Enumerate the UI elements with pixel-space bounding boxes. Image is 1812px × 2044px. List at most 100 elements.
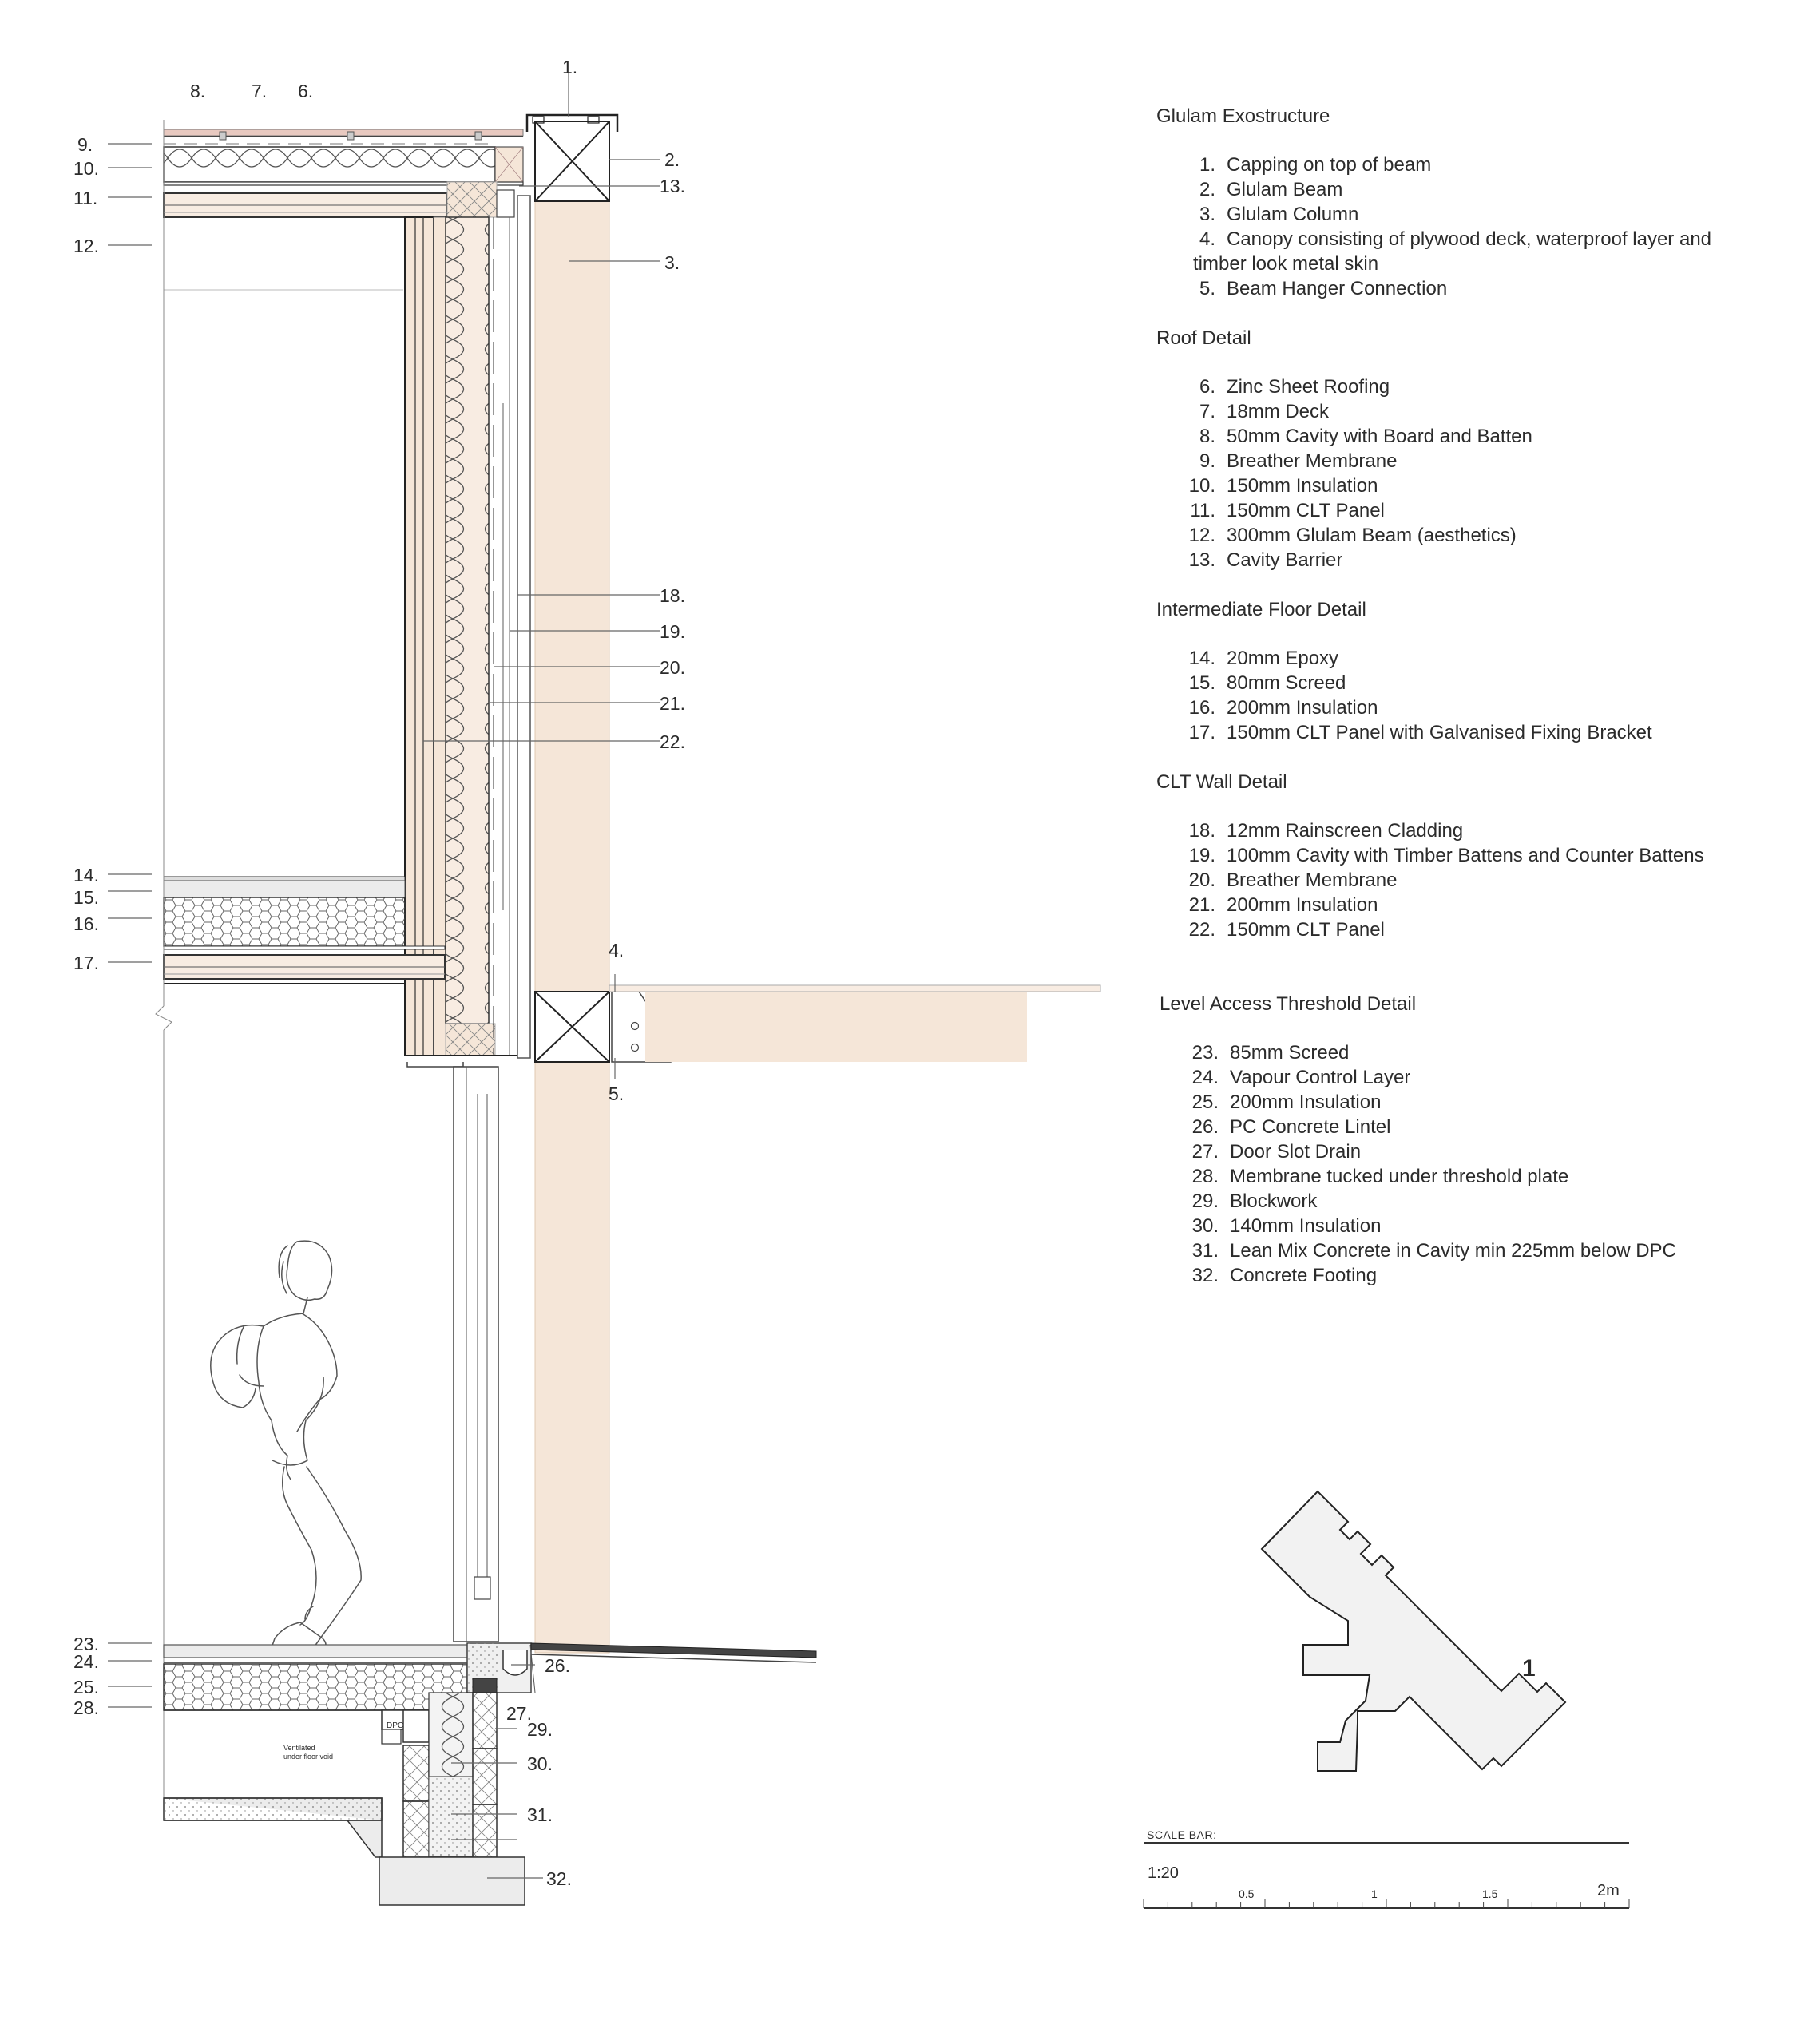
ground-floor-build-up [163, 1644, 468, 1711]
legend-item: 7.18mm Deck [1156, 399, 1763, 424]
legend-item: 24.Vapour Control Layer [1160, 1065, 1763, 1090]
legend-item: 27.Door Slot Drain [1160, 1139, 1763, 1164]
legend-item: 8.50mm Cavity with Board and Batten [1156, 424, 1763, 449]
callout-30: 30. [527, 1753, 553, 1774]
legend-label: 80mm Screed [1227, 672, 1346, 694]
legend-num: 22. [1188, 919, 1215, 941]
legend-label: 140mm Insulation [1230, 1215, 1382, 1237]
legend-num: 10. [1188, 475, 1215, 497]
legend-label: 200mm Insulation [1227, 697, 1378, 719]
legend-num: 12. [1188, 525, 1215, 546]
callout-1: 1. [562, 57, 577, 77]
legend-num: 7. [1199, 401, 1215, 422]
callout-19: 19. [660, 621, 685, 642]
legend-label: Blockwork [1230, 1190, 1318, 1212]
legend-label: Lean Mix Concrete in Cavity min 225mm be… [1230, 1240, 1676, 1262]
scale-bar [1143, 1842, 1630, 1909]
callout-10: 10. [73, 158, 99, 179]
legend-num: 18. [1188, 820, 1215, 842]
intermediate-floor [163, 876, 446, 984]
legend-num: 28. [1191, 1166, 1219, 1187]
callout-27: 27. [506, 1703, 532, 1724]
wall-base-bracket [404, 984, 517, 1068]
key-plan [1260, 1490, 1567, 1772]
legend-item: 20.Breather Membrane [1156, 868, 1763, 893]
legend-item: 6.Zinc Sheet Roofing [1156, 374, 1763, 399]
legend-item: 13. Cavity Barrier [1156, 548, 1763, 572]
threshold-and-drain [466, 1642, 817, 1693]
legend-num: 14. [1188, 648, 1215, 669]
canopy [609, 984, 1101, 1062]
legend-item: 3.Glulam Column [1156, 202, 1763, 227]
legend-label: 150mm CLT Panel [1227, 919, 1385, 941]
legend-label: Capping on top of beam [1227, 154, 1432, 176]
legend-label: Beam Hanger Connection [1227, 278, 1448, 299]
wall-insulation [445, 216, 496, 1056]
callout-23: 23. [73, 1634, 99, 1654]
callout-25: 25. [73, 1677, 99, 1697]
legend-num: 31. [1191, 1240, 1219, 1262]
legend-num: 13. [1188, 549, 1215, 571]
legend-item: 28. Membrane tucked under threshold plate [1160, 1164, 1763, 1189]
callout-28: 28. [73, 1697, 99, 1718]
callout-17: 17. [73, 953, 99, 973]
legend-num: 27. [1191, 1141, 1219, 1163]
glulam-beam-mid [534, 991, 610, 1063]
callout-31: 31. [527, 1804, 553, 1825]
legend-item: 21.200mm Insulation [1156, 893, 1763, 917]
callout-12: 12. [73, 236, 99, 256]
rainscreen-cladding [517, 195, 531, 1059]
legend-label: 200mm Insulation [1230, 1091, 1382, 1113]
callout-14: 14. [73, 865, 99, 885]
legend-item: 14.20mm Epoxy [1156, 646, 1763, 671]
callout-29: 29. [527, 1719, 553, 1740]
legend-num: 20. [1188, 869, 1215, 891]
legend-num: 19. [1188, 845, 1215, 866]
legend-item: 11.150mm CLT Panel [1156, 498, 1763, 523]
legend-label: Membrane tucked under threshold plate [1230, 1166, 1569, 1187]
callout-6: 6. [298, 81, 313, 101]
legend-num: 9. [1199, 450, 1215, 472]
legend-section-clt-wall: CLT Wall Detail 18.12mm Rainscreen Cladd… [1156, 770, 1763, 942]
clt-wall [404, 216, 446, 1056]
legend-item: 2.Glulam Beam [1156, 177, 1763, 202]
scale-label-0-5: 0.5 [1239, 1888, 1255, 1900]
concrete-footing [379, 1856, 525, 1906]
legend-item: 12. 300mm Glulam Beam (aesthetics) [1156, 523, 1763, 548]
legend-num: 29. [1191, 1190, 1219, 1212]
legend-item: 22. 150mm CLT Panel [1156, 917, 1763, 942]
legend-label: 150mm Insulation [1227, 475, 1378, 497]
legend-section-intermediate-floor: Intermediate Floor Detail 14.20mm Epoxy … [1156, 597, 1763, 745]
legend-num: 26. [1191, 1116, 1219, 1138]
legend-label: 85mm Screed [1230, 1042, 1350, 1064]
legend-label: 300mm Glulam Beam (aesthetics) [1227, 525, 1517, 546]
legend-item: 30.140mm Insulation [1160, 1214, 1763, 1238]
legend-item: 23.85mm Screed [1160, 1040, 1763, 1065]
legend-section-title: Glulam Exostructure [1156, 105, 1330, 127]
legend-num: 25. [1191, 1091, 1219, 1113]
legend-item: 10. 150mm Insulation [1156, 473, 1763, 498]
legend-num: 2. [1199, 179, 1215, 200]
legend-label: 12mm Rainscreen Cladding [1227, 820, 1464, 842]
legend-label: Cavity Barrier [1227, 549, 1343, 571]
person-figure [210, 1240, 362, 1655]
legend-item: 18. 12mm Rainscreen Cladding [1156, 818, 1763, 843]
callout-32: 32. [546, 1868, 572, 1889]
legend-num: 5. [1199, 278, 1215, 299]
legend-num: 1. [1199, 154, 1215, 176]
legend-num: 32. [1191, 1265, 1219, 1286]
legend-label: PC Concrete Lintel [1230, 1116, 1391, 1138]
callout-21: 21. [660, 693, 685, 714]
callout-26: 26. [545, 1655, 570, 1676]
legend-num: 15. [1188, 672, 1215, 694]
legend-label: 100mm Cavity with Timber Battens and Cou… [1227, 845, 1704, 866]
void-label-2: under floor void [283, 1753, 333, 1761]
legend-item: 1. Capping on top of beam [1156, 153, 1763, 177]
dpc-label: DPC [387, 1721, 403, 1730]
legend-label: 150mm CLT Panel [1227, 500, 1385, 521]
ground-slab [163, 1797, 383, 1858]
legend-label: Breather Membrane [1227, 450, 1398, 472]
legend-num: 6. [1199, 376, 1215, 398]
legend-item: 15. 80mm Screed [1156, 671, 1763, 695]
